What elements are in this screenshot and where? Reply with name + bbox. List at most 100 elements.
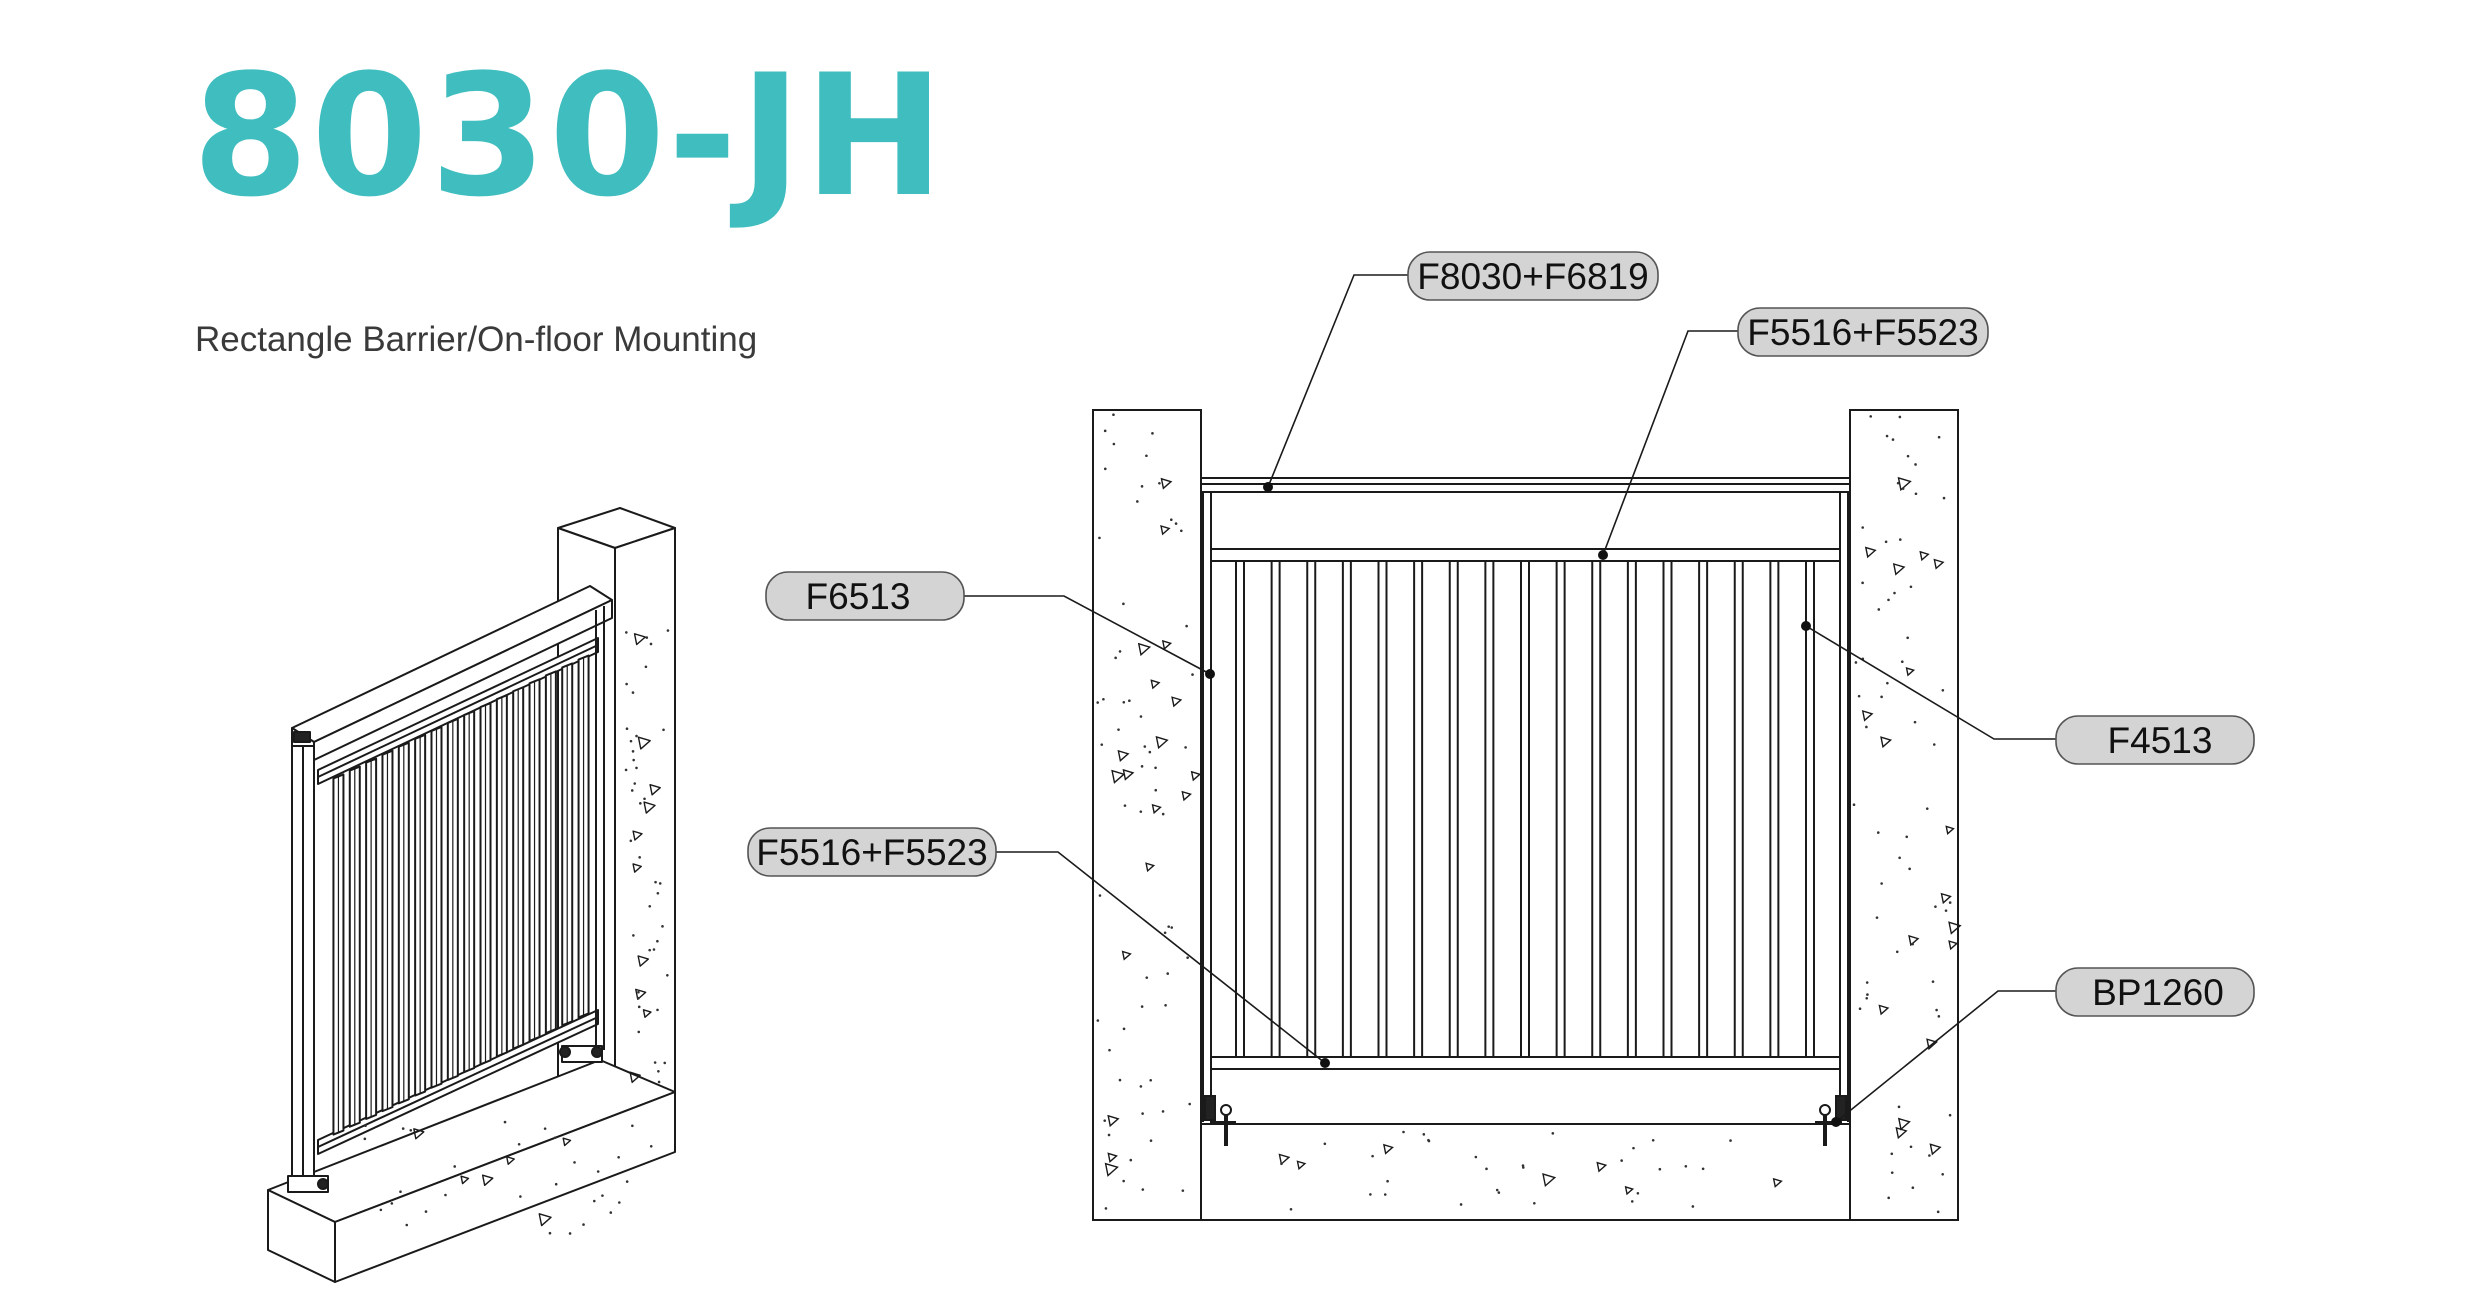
aggregate-dot xyxy=(1914,463,1917,466)
aggregate-dot xyxy=(363,1137,367,1141)
aggregate-dot xyxy=(661,925,664,928)
callout-top-rail-label: F8030+F6819 xyxy=(1417,256,1648,297)
aggregate-dot xyxy=(657,1069,660,1073)
aggregate-mark xyxy=(637,736,651,750)
aggregate-dot xyxy=(1880,695,1883,699)
aggregate-dot xyxy=(1866,993,1869,996)
aggregate-dot xyxy=(1422,1133,1426,1136)
iso-picket xyxy=(414,733,427,1097)
aggregate-dot xyxy=(1937,1015,1941,1018)
aggregate-dot xyxy=(1180,529,1183,533)
aggregate-dot xyxy=(656,1008,659,1012)
aggregate-mark xyxy=(1107,1152,1118,1163)
aggregate-dot xyxy=(1181,1189,1185,1192)
aggregate-dot xyxy=(1122,1179,1125,1183)
base-plate-left xyxy=(1204,1095,1236,1146)
aggregate-dot xyxy=(592,1199,596,1203)
aggregate-dot xyxy=(1909,1145,1913,1149)
aggregate-dot xyxy=(631,1124,634,1128)
aggregate-dot xyxy=(666,973,669,977)
aggregate-dot xyxy=(632,934,635,937)
aggregate-dot xyxy=(662,728,665,732)
aggregate-dot xyxy=(1107,1133,1111,1137)
aggregate-dot xyxy=(1485,1167,1488,1171)
front-pickets xyxy=(1235,561,1815,1057)
iso-picket xyxy=(365,757,378,1120)
aggregate-dot xyxy=(1114,656,1117,660)
aggregate-dot xyxy=(1459,1203,1463,1206)
aggregate-dot xyxy=(649,642,653,646)
aggregate-mark xyxy=(1104,1162,1119,1177)
aggregate-dot xyxy=(1143,745,1147,748)
aggregate-dot xyxy=(637,990,640,994)
aggregate-dot xyxy=(1691,1205,1695,1208)
aggregate-mark xyxy=(1383,1143,1394,1155)
aggregate-dot xyxy=(1854,661,1858,664)
callout-post-label: F6513 xyxy=(806,576,911,617)
aggregate-dot xyxy=(1184,746,1187,749)
aggregate-dot xyxy=(1684,1165,1688,1168)
aggregate-dot xyxy=(1636,1191,1640,1195)
aggregate-dot xyxy=(1729,1139,1732,1142)
left-post xyxy=(1202,492,1212,1122)
aggregate-dot xyxy=(1887,1196,1890,1200)
aggregate-dot xyxy=(1163,931,1167,935)
aggregate-mark xyxy=(642,1009,652,1018)
aggregate-dot xyxy=(1905,835,1909,839)
aggregate-dot xyxy=(632,758,635,762)
iso-picket xyxy=(381,749,394,1113)
aggregate-dot xyxy=(637,1005,641,1009)
aggregate-dot xyxy=(1474,1155,1478,1159)
callout-picket: F4513 xyxy=(1801,621,2255,765)
aggregate-dot xyxy=(1908,867,1911,871)
aggregate-dot xyxy=(1651,1138,1655,1142)
aggregate-dot xyxy=(1895,950,1899,954)
aggregate-dot xyxy=(1191,673,1194,676)
aggregate-mark xyxy=(1155,735,1169,750)
aggregate-dot xyxy=(1188,1102,1191,1106)
aggregate-dot xyxy=(364,1124,367,1127)
aggregate-dot xyxy=(1632,1146,1635,1150)
aggregate-dot xyxy=(657,1080,661,1084)
aggregate-dot xyxy=(582,1223,585,1226)
iso-picket xyxy=(528,678,541,1042)
iso-post-left xyxy=(287,745,329,1193)
aggregate-mark xyxy=(1878,1004,1890,1016)
aggregate-dot xyxy=(1877,608,1881,611)
aggregate-dot xyxy=(405,1223,409,1227)
aggregate-dot xyxy=(1630,1200,1634,1203)
picket xyxy=(1591,561,1602,1057)
aggregate-dot xyxy=(631,750,635,753)
bottom-rail xyxy=(1210,1056,1841,1070)
iso-picket xyxy=(495,694,508,1058)
aggregate-dot xyxy=(1148,750,1152,754)
aggregate-dot xyxy=(1935,1008,1938,1012)
aggregate-dot xyxy=(625,727,629,731)
aggregate-dot xyxy=(625,682,628,686)
aggregate-dot xyxy=(637,996,640,1000)
aggregate-dot xyxy=(1852,803,1856,807)
callout-bottom-rail: F5516+F5523 xyxy=(747,827,1330,1068)
picket xyxy=(1698,561,1709,1057)
aggregate-mark xyxy=(1542,1173,1557,1188)
aggregate-dot xyxy=(1118,650,1122,653)
aggregate-mark xyxy=(1897,476,1912,492)
aggregate-dot xyxy=(1934,905,1937,908)
front-elevation xyxy=(1092,409,1962,1221)
aggregate-dot xyxy=(1112,413,1115,417)
aggregate-dot xyxy=(1117,728,1120,731)
aggregate-dot xyxy=(1427,1138,1430,1142)
aggregate-dot xyxy=(1497,1191,1501,1194)
aggregate-dot xyxy=(1858,1007,1862,1011)
aggregate-dot xyxy=(1096,701,1100,704)
aggregate-dot xyxy=(656,891,660,895)
iso-picket xyxy=(512,686,525,1050)
aggregate-dot xyxy=(1896,481,1900,485)
aggregate-dot xyxy=(568,1232,572,1235)
aggregate-dot xyxy=(1911,1186,1915,1190)
aggregate-dot xyxy=(1936,1210,1940,1214)
aggregate-dot xyxy=(617,1155,620,1159)
aggregate-dot xyxy=(1118,1078,1122,1082)
aggregate-dot xyxy=(649,1144,653,1148)
aggregate-mark xyxy=(637,955,650,967)
